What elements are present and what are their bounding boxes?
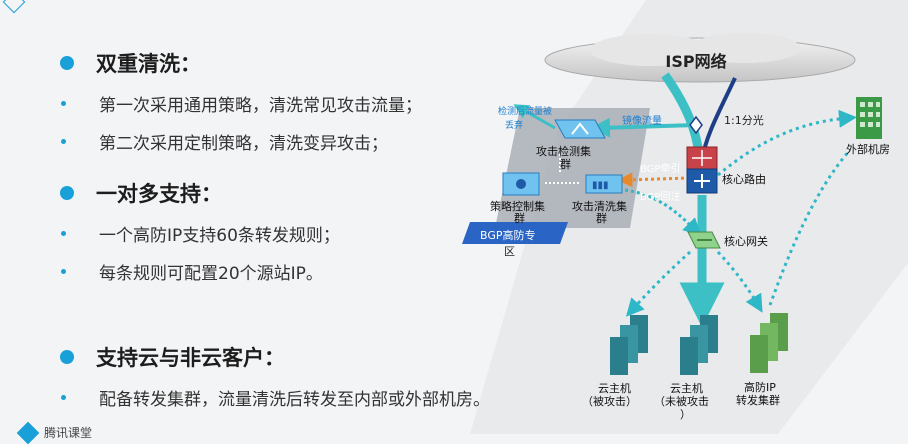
svg-text:BGP牵引: BGP牵引 xyxy=(640,163,680,175)
svg-text:高防IP: 高防IP xyxy=(744,380,776,394)
forward-cluster-icon: 高防IP 转发集群 xyxy=(736,313,788,407)
external-room-flow xyxy=(717,109,857,177)
splitter-icon xyxy=(689,115,703,135)
svg-text:镜像流量: 镜像流量 xyxy=(622,114,662,127)
svg-text:攻击清洗集: 攻击清洗集 xyxy=(572,199,627,213)
bullet-icon xyxy=(60,56,74,70)
normal-host-cluster-icon: 云主机 （未被攻击 ） xyxy=(654,315,718,421)
section-cloud-support: 支持云与非云客户： 配备转发集群，流量清洗后转发至内部或外部机房。 xyxy=(60,342,490,410)
svg-text:云主机: 云主机 xyxy=(670,381,703,395)
clean-cluster-icon: ▮▮▮ 攻击清洗集 群 xyxy=(572,174,627,225)
svg-text:群: 群 xyxy=(560,157,571,171)
svg-text:BGP回注: BGP回注 xyxy=(640,190,680,203)
svg-text:检测后流量被: 检测后流量被 xyxy=(498,105,552,117)
bgp-zone: BGP高防专 区 xyxy=(462,108,650,258)
core-gateway-icon: 核心网关 xyxy=(687,231,768,249)
forward-to-external-flow xyxy=(768,149,852,306)
bullet-icon xyxy=(60,350,74,364)
detect-drop-flow xyxy=(513,104,556,130)
small-bullet-icon xyxy=(61,395,66,400)
svg-text:攻击检测集: 攻击检测集 xyxy=(536,144,591,158)
detect-cluster-icon: 攻击检测集 群 xyxy=(536,119,606,171)
bullet-item: 第一次采用通用策略，清洗常见攻击流量； xyxy=(60,91,422,116)
isp-cloud: ISP网络 xyxy=(544,33,856,83)
section-dual-cleaning: 双重清洗： 第一次采用通用策略，清洗常见攻击流量； 第二次采用定制策略，清洗变异… xyxy=(60,48,422,154)
small-bullet-icon xyxy=(61,139,66,144)
core-router-icon: 核心路由 xyxy=(686,146,766,194)
svg-text:转发集群: 转发集群 xyxy=(736,393,780,407)
bullet-item: 每条规则可配置20个源站IP。 xyxy=(60,259,340,284)
svg-text:策略控制集: 策略控制集 xyxy=(490,199,545,213)
section-heading: 一对多支持： xyxy=(60,178,340,208)
small-bullet-icon xyxy=(61,269,66,274)
architecture-diagram: ISP网络 BGP高防专 区 1:1分光 镜像流量 检测后流量被 丢弃 BGP牵… xyxy=(462,33,890,421)
section-one-to-many: 一对多支持： 一个高防IP支持60条转发规则； 每条规则可配置20个源站IP。 xyxy=(60,178,340,284)
svg-text:群: 群 xyxy=(596,211,607,225)
external-room-icon: 外部机房 xyxy=(846,97,890,156)
svg-text:群: 群 xyxy=(514,211,525,225)
bullet-item: 一个高防IP支持60条转发规则； xyxy=(60,221,340,246)
svg-text:云主机: 云主机 xyxy=(598,381,631,395)
section-heading: 双重清洗： xyxy=(60,48,422,78)
attacked-host-cluster-icon: 云主机 （被攻击） xyxy=(582,315,648,408)
svg-text:（被攻击）: （被攻击） xyxy=(582,394,637,408)
bgp-lead-flow xyxy=(617,172,691,188)
svg-text:外部机房: 外部机房 xyxy=(846,142,890,156)
gateway-to-forward-cluster xyxy=(716,250,763,313)
bullet-item: 第二次采用定制策略，清洗变异攻击； xyxy=(60,129,422,154)
svg-text:核心网关: 核心网关 xyxy=(724,234,768,248)
svg-text:ISP网络: ISP网络 xyxy=(665,52,726,71)
policy-cluster-icon: 策略控制集 群 xyxy=(490,172,545,225)
svg-text:1:1分光: 1:1分光 xyxy=(724,113,764,127)
bullet-item: 配备转发集群，流量清洗后转发至内部或外部机房。 xyxy=(60,385,490,410)
mirror-flow xyxy=(590,117,697,138)
small-bullet-icon xyxy=(61,231,66,236)
svg-text:（未被攻击: （未被攻击 xyxy=(654,394,709,408)
svg-text:区: 区 xyxy=(504,245,515,258)
svg-text:BGP高防专: BGP高防专 xyxy=(480,228,536,242)
svg-text:丢弃: 丢弃 xyxy=(505,119,523,131)
section-heading: 支持云与非云客户： xyxy=(60,342,490,372)
bullet-icon xyxy=(60,186,74,200)
svg-text:核心路由: 核心路由 xyxy=(722,172,766,186)
small-bullet-icon xyxy=(61,101,66,106)
svg-text:）: ） xyxy=(680,408,691,421)
gateway-to-attacked-host xyxy=(625,250,692,317)
svg-text:▮▮▮: ▮▮▮ xyxy=(592,180,609,191)
